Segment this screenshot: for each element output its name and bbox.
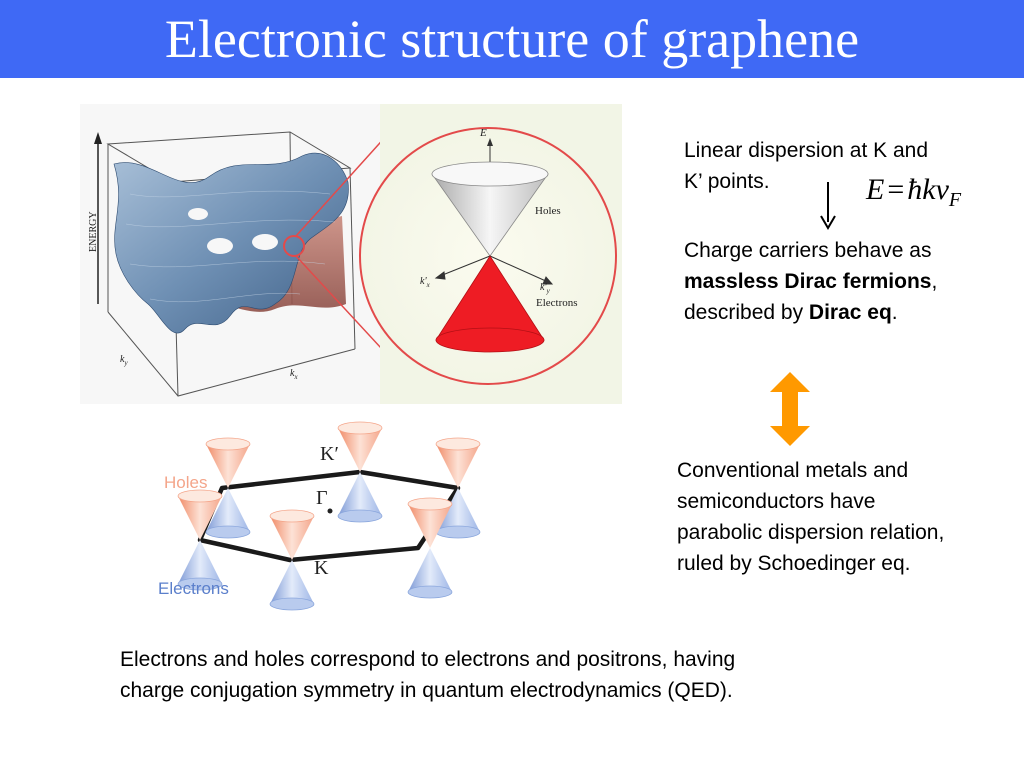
conventional-line4: ruled by Schoedinger eq. [677,552,911,575]
hole-cone-rim [431,161,549,187]
zoom-electrons-label: Electrons [536,297,578,309]
carriers-period: . [891,301,898,324]
dispersion-formula: E=ħkvF [866,170,961,220]
formula-kv: kv [922,173,949,206]
kx-axis-label: kx [290,368,298,381]
conventional-line2: semiconductors have [677,490,876,513]
energy-axis-label: ENERGY [88,211,99,252]
zoom-holes-label: Holes [535,205,561,217]
slide-title: Electronic structure of graphene [164,9,860,69]
conventional-line1: Conventional metals and [677,459,909,482]
electron-cone-base [435,327,545,353]
surface-dirac-points [188,208,278,254]
electrons-label: Electrons [158,579,229,598]
ky-axis-label: ky [120,354,128,367]
dirac-cone [205,437,251,539]
gamma-label: Γ [316,487,328,509]
formula-subscript: F [948,189,962,211]
formula-hbar: ħ [907,173,923,206]
conventional-metals-text: Conventional metals and semiconductors h… [677,455,1017,579]
bottom-line2: charge conjugation symmetry in quantum e… [120,679,733,702]
zoom-circle [359,127,617,385]
zoom-k-axes [434,255,554,285]
conventional-line3: parabolic dispersion relation, [677,521,945,544]
dirac-cone [435,437,481,539]
down-arrow-icon [820,182,836,230]
linear-dispersion-text: Linear dispersion at K and K’ points. [684,135,1004,197]
carriers-bold-dirac-fermions: massless Dirac fermions [684,270,932,293]
brillouin-zone-figure: K′ Γ K Holes Electrons [158,421,481,611]
surface-mesh [125,190,336,303]
zoom-marker-circle [283,235,305,257]
title-bar: Electronic structure of graphene [0,0,1024,78]
double-arrow-icon [770,372,810,446]
formula-energy: E [866,173,885,206]
k-label: K [314,557,329,579]
zoom-ky-label: k'y [540,282,551,295]
formula-equals: = [887,173,905,206]
k-prime-label: K′ [320,443,339,465]
carriers-line2: massless Dirac fermions, [684,266,1014,297]
linear-dispersion-line1: Linear dispersion at K and [684,139,928,162]
zoom-energy-label: E [479,127,487,139]
zoom-kx-label: k'x [420,276,431,289]
bottom-line1: Electrons and holes correspond to electr… [120,648,736,671]
carriers-described-by: described by [684,301,809,324]
charge-carriers-text: Charge carriers behave as massless Dirac… [684,235,1014,328]
carriers-line1: Charge carriers behave as [684,239,932,262]
carriers-comma: , [931,270,938,293]
energy-axis-arrow [94,132,102,304]
carriers-line3: described by Dirac eq. [684,297,1014,328]
linear-dispersion-line2: K’ points. [684,170,770,193]
band-structure-figure: ENERGY ky kx E k'x k'y Holes El [80,104,622,404]
gamma-point [327,508,333,514]
bottom-text: Electrons and holes correspond to electr… [120,644,980,706]
carriers-bold-dirac-eq: Dirac eq [808,301,892,324]
holes-label: Holes [164,473,207,492]
dirac-cone [177,489,223,591]
